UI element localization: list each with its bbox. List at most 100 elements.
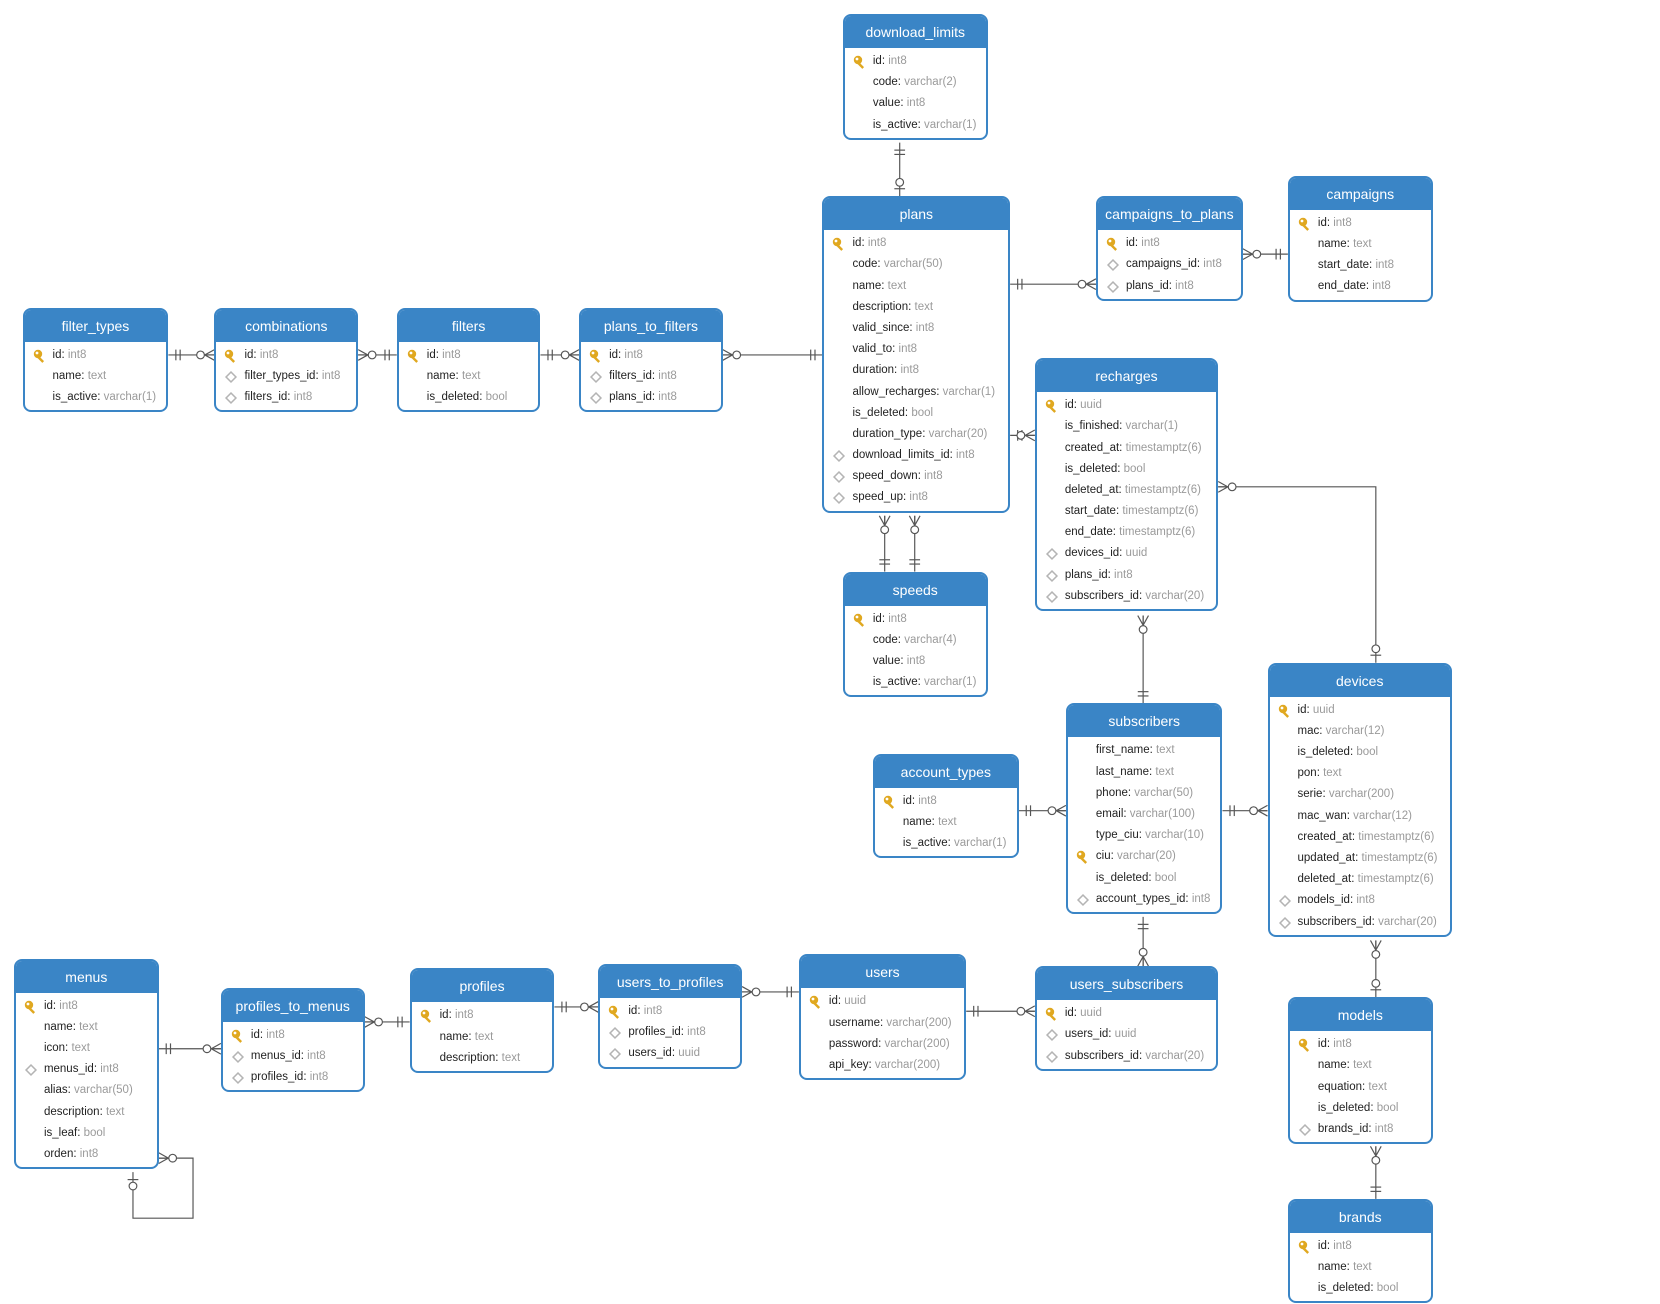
column-row[interactable]: id: int8 (1290, 1034, 1431, 1055)
column-row[interactable]: id: int8 (1290, 213, 1431, 234)
column-row[interactable]: deleted_at: timestamptz(6) (1037, 480, 1216, 501)
column-row[interactable]: is_finished: varchar(1) (1037, 416, 1216, 437)
column-row[interactable]: brands_id: int8 (1290, 1119, 1431, 1140)
column-row[interactable]: last_name: text (1068, 762, 1221, 783)
column-row[interactable]: name: text (1290, 234, 1431, 255)
column-row[interactable]: id: int8 (875, 791, 1017, 812)
column-row[interactable]: id: uuid (801, 991, 964, 1012)
column-row[interactable]: id: int8 (1098, 233, 1241, 254)
column-row[interactable]: alias: varchar(50) (16, 1080, 157, 1101)
column-row[interactable]: phone: varchar(50) (1068, 783, 1221, 804)
column-row[interactable]: updated_at: timestamptz(6) (1270, 848, 1450, 869)
column-row[interactable]: icon: text (16, 1038, 157, 1059)
column-row[interactable]: id: int8 (25, 345, 167, 366)
column-row[interactable]: id: int8 (845, 609, 986, 630)
column-row[interactable]: is_active: varchar(1) (845, 672, 986, 693)
column-row[interactable]: plans_id: int8 (1098, 276, 1241, 297)
column-row[interactable]: description: text (16, 1102, 157, 1123)
column-row[interactable]: id: int8 (399, 345, 539, 366)
column-row[interactable]: id: int8 (16, 996, 157, 1017)
column-row[interactable]: download_limits_id: int8 (824, 445, 1008, 466)
column-row[interactable]: duration: int8 (824, 360, 1008, 381)
column-row[interactable]: is_deleted: bool (1290, 1098, 1431, 1119)
column-row[interactable]: is_deleted: bool (824, 403, 1008, 424)
column-row[interactable]: api_key: varchar(200) (801, 1055, 964, 1076)
column-row[interactable]: start_date: timestamptz(6) (1037, 501, 1216, 522)
column-row[interactable]: name: text (1290, 1257, 1431, 1278)
column-row[interactable]: value: int8 (845, 93, 986, 114)
column-row[interactable]: name: text (16, 1017, 157, 1038)
column-row[interactable]: id: int8 (824, 233, 1008, 254)
column-row[interactable]: allow_recharges: varchar(1) (824, 382, 1008, 403)
column-row[interactable]: code: varchar(50) (824, 254, 1008, 275)
column-row[interactable]: name: text (399, 366, 539, 387)
column-row[interactable]: valid_since: int8 (824, 318, 1008, 339)
column-row[interactable]: is_deleted: bool (1037, 459, 1216, 480)
column-row[interactable]: name: text (412, 1027, 553, 1048)
column-row[interactable]: filter_types_id: int8 (216, 366, 356, 387)
column-row[interactable]: is_active: varchar(1) (845, 115, 986, 136)
column-row[interactable]: is_deleted: bool (1290, 1278, 1431, 1299)
column-row[interactable]: id: uuid (1270, 700, 1450, 721)
column-row[interactable]: plans_id: int8 (581, 387, 721, 408)
column-row[interactable]: account_types_id: int8 (1068, 889, 1221, 910)
column-row[interactable]: menus_id: int8 (223, 1046, 363, 1067)
column-row[interactable]: filters_id: int8 (581, 366, 721, 387)
column-row[interactable]: mac: varchar(12) (1270, 721, 1450, 742)
column-row[interactable]: code: varchar(2) (845, 72, 986, 93)
column-row[interactable]: id: int8 (600, 1001, 740, 1022)
column-row[interactable]: id: uuid (1037, 395, 1216, 416)
column-row[interactable]: created_at: timestamptz(6) (1037, 438, 1216, 459)
column-row[interactable]: orden: int8 (16, 1144, 157, 1165)
column-row[interactable]: id: uuid (1037, 1003, 1216, 1024)
column-row[interactable]: users_id: uuid (1037, 1024, 1216, 1045)
column-row[interactable]: start_date: int8 (1290, 255, 1431, 276)
column-row[interactable]: subscribers_id: varchar(20) (1270, 912, 1450, 933)
column-row[interactable]: mac_wan: varchar(12) (1270, 806, 1450, 827)
column-row[interactable]: profiles_id: int8 (600, 1022, 740, 1043)
column-row[interactable]: end_date: timestamptz(6) (1037, 522, 1216, 543)
column-row[interactable]: devices_id: uuid (1037, 543, 1216, 564)
column-row[interactable]: ciu: varchar(20) (1068, 846, 1221, 867)
column-row[interactable]: created_at: timestamptz(6) (1270, 827, 1450, 848)
column-row[interactable]: is_leaf: bool (16, 1123, 157, 1144)
column-row[interactable]: name: text (875, 812, 1017, 833)
column-row[interactable]: name: text (824, 276, 1008, 297)
column-row[interactable]: subscribers_id: varchar(20) (1037, 586, 1216, 607)
column-row[interactable]: first_name: text (1068, 740, 1221, 761)
column-row[interactable]: is_deleted: bool (399, 387, 539, 408)
column-row[interactable]: is_deleted: bool (1068, 868, 1221, 889)
column-row[interactable]: equation: text (1290, 1077, 1431, 1098)
column-row[interactable]: plans_id: int8 (1037, 565, 1216, 586)
column-row[interactable]: name: text (25, 366, 167, 387)
column-row[interactable]: name: text (1290, 1055, 1431, 1076)
column-row[interactable]: end_date: int8 (1290, 276, 1431, 297)
column-row[interactable]: code: varchar(4) (845, 630, 986, 651)
column-row[interactable]: is_deleted: bool (1270, 742, 1450, 763)
column-row[interactable]: filters_id: int8 (216, 387, 356, 408)
column-row[interactable]: id: int8 (223, 1025, 363, 1046)
column-row[interactable]: is_active: varchar(1) (25, 387, 167, 408)
column-row[interactable]: subscribers_id: varchar(20) (1037, 1046, 1216, 1067)
column-row[interactable]: is_active: varchar(1) (875, 833, 1017, 854)
column-row[interactable]: pon: text (1270, 763, 1450, 784)
